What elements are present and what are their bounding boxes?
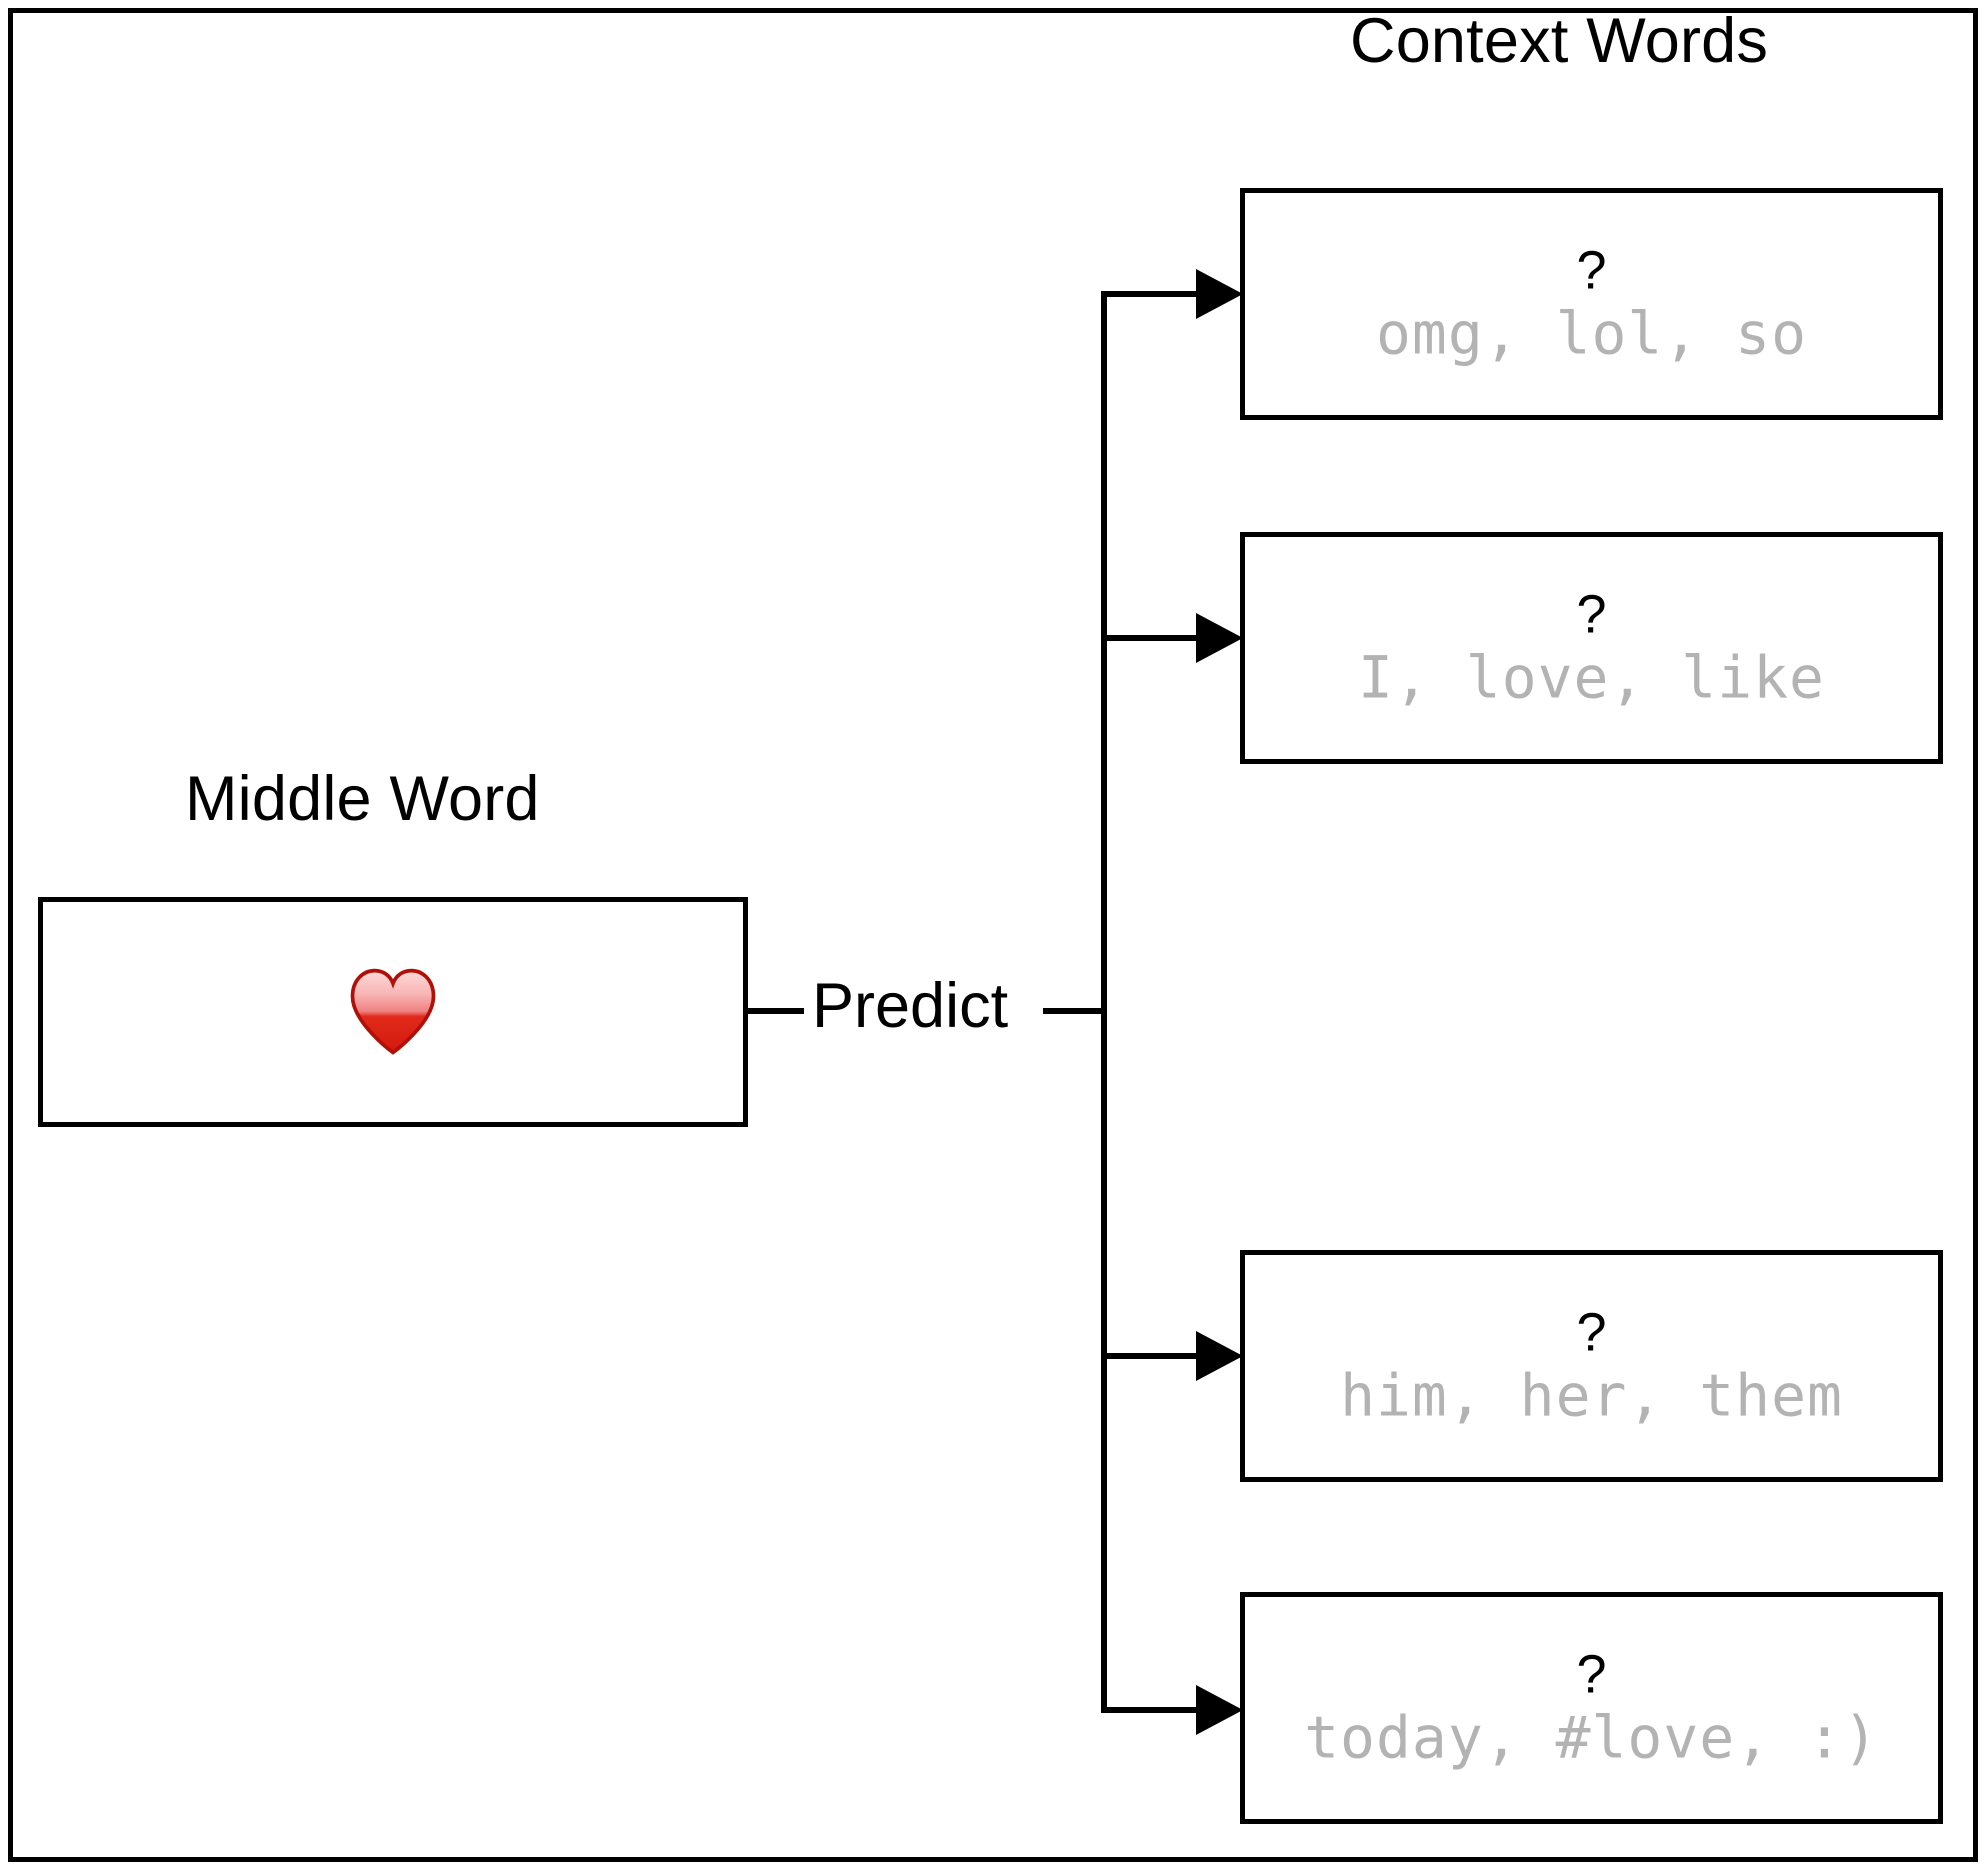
context-words-2: I, love, like (1358, 643, 1825, 712)
arrow-head-icon-2 (1196, 613, 1243, 663)
context-words-heading: Context Words (1350, 6, 1769, 76)
connector-vertical-bus (1101, 294, 1107, 1710)
middle-word-box (38, 897, 748, 1127)
context-words-3: him, her, them (1340, 1361, 1843, 1430)
context-box-3: ? him, her, them (1240, 1250, 1943, 1482)
context-box-content-1: ? omg, lol, so (1245, 244, 1938, 365)
arrow-head-icon-4 (1196, 1685, 1243, 1735)
middle-word-heading: Middle Word (185, 764, 540, 834)
connector-left-stub (748, 1008, 804, 1014)
connector-branch-3 (1101, 1353, 1211, 1359)
context-box-content-3: ? him, her, them (1245, 1306, 1938, 1427)
predict-label: Predict (812, 971, 1009, 1041)
connector-branch-2 (1101, 635, 1211, 641)
context-box-4: ? today, #love, :) (1240, 1592, 1943, 1824)
context-words-4: today, #love, :) (1304, 1703, 1879, 1772)
connector-branch-1 (1101, 291, 1211, 297)
context-box-content-4: ? today, #love, :) (1245, 1648, 1938, 1769)
connector-right-stub (1043, 1008, 1107, 1014)
question-mark-placeholder-1: ? (1576, 240, 1607, 301)
context-words-1: omg, lol, so (1375, 299, 1808, 368)
question-mark-placeholder-4: ? (1576, 1644, 1607, 1705)
red-heart-icon (350, 968, 436, 1055)
question-mark-placeholder-2: ? (1576, 584, 1607, 645)
arrow-head-icon-1 (1196, 269, 1243, 319)
question-mark-placeholder-3: ? (1576, 1302, 1607, 1363)
arrow-head-icon-3 (1196, 1331, 1243, 1381)
context-box-2: ? I, love, like (1240, 532, 1943, 764)
context-box-content-2: ? I, love, like (1245, 588, 1938, 709)
connector-branch-4 (1101, 1707, 1211, 1713)
context-box-1: ? omg, lol, so (1240, 188, 1943, 420)
